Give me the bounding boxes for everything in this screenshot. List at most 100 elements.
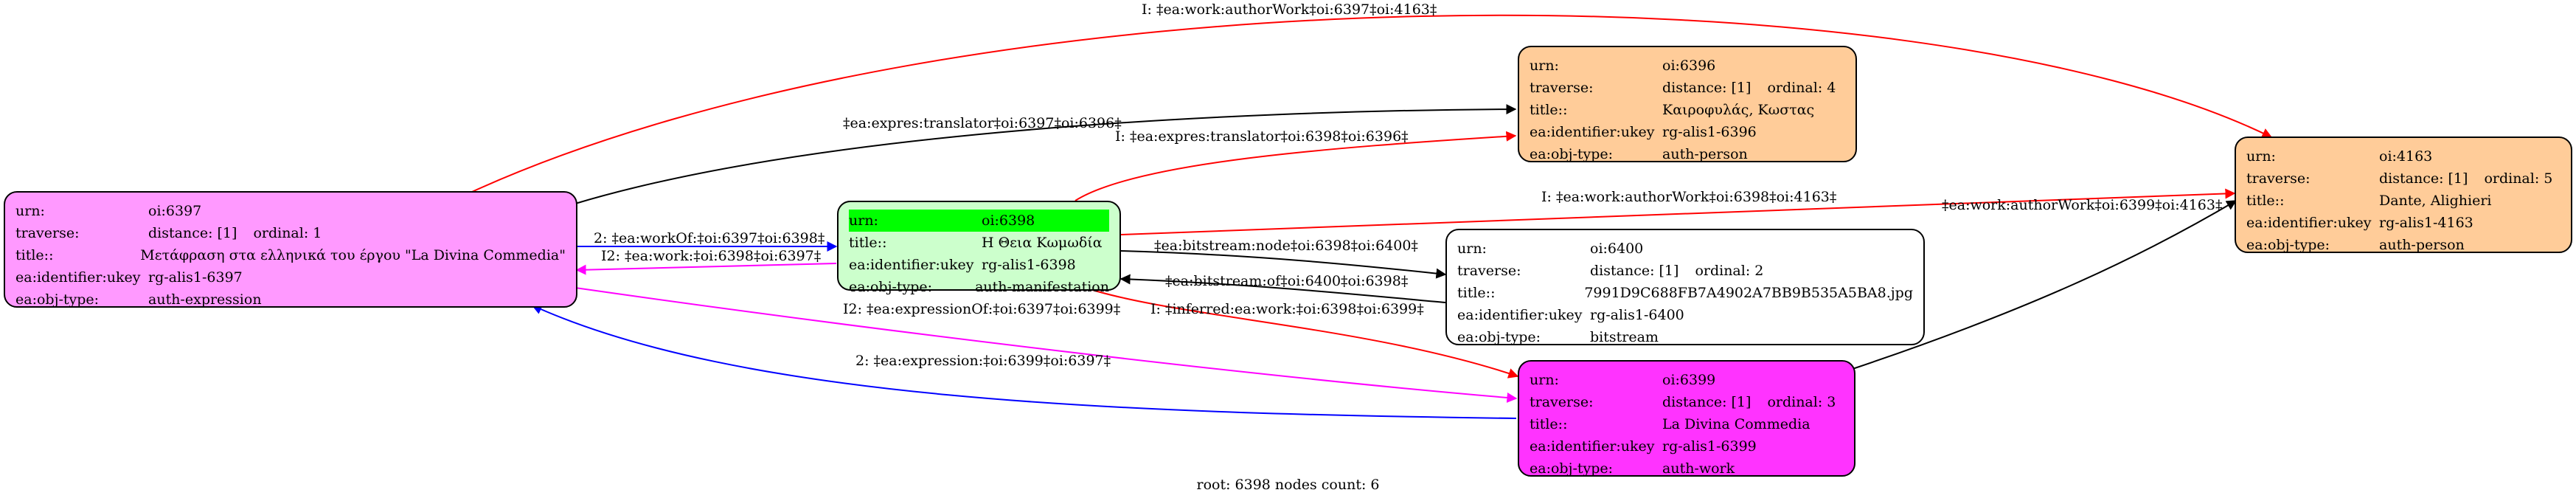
- node-value: auth-manifestation: [975, 279, 1109, 295]
- node-value: oi:4163: [2379, 148, 2433, 165]
- node-row: urn:oi:4163: [2246, 145, 2561, 167]
- node-value: auth-person: [2379, 237, 2465, 253]
- node-value: auth-person: [1662, 146, 1748, 162]
- node-key: ea:identifier:ukey: [1457, 307, 1583, 323]
- node-row: traverse:distance: [1]ordinal: 5: [2246, 167, 2561, 190]
- node-row: ea:obj-type: auth-expression: [15, 288, 566, 311]
- node-value: rg-alis1-6396: [1662, 124, 1757, 140]
- node-key: ea:obj-type:: [1457, 329, 1541, 345]
- node-row: traverse:distance: [1]ordinal: 3: [1530, 391, 1844, 413]
- edge-line: [574, 104, 1517, 204]
- edge-line: [471, 14, 2273, 193]
- node-key: urn:: [1530, 372, 1559, 388]
- node-key: ea:identifier:ukey: [1530, 438, 1655, 455]
- node-row: traverse:distance: [1]ordinal: 4: [1530, 77, 1845, 99]
- node-row: ea:identifier:ukey rg-alis1-6400: [1457, 304, 1913, 326]
- node-key: ea:obj-type:: [1530, 146, 1614, 162]
- node-row: ea:identifier:ukey rg-alis1-6399: [1530, 435, 1844, 457]
- node-key: ea:obj-type:: [15, 291, 100, 308]
- node-row: ea:identifier:ukey rg-alis1-6396: [1530, 121, 1845, 143]
- edge-label: I: ‡ea:work:authorWork‡oi:6398‡oi:4163‡: [1541, 189, 1837, 205]
- node-row: title::La Divina Commedia: [1530, 413, 1844, 435]
- edge-line: [1075, 131, 1517, 201]
- node-key: title::: [1530, 102, 1568, 118]
- node-value: La Divina Commedia: [1662, 416, 1811, 432]
- edge-line: [1076, 284, 1519, 379]
- node-key: title::: [849, 235, 887, 251]
- node-value: distance: [1]: [2379, 170, 2468, 187]
- node-ordinal: ordinal: 4: [1767, 80, 1836, 96]
- edge-line: [575, 263, 837, 275]
- node-key: ea:identifier:ukey: [849, 257, 974, 273]
- edge-line: [574, 287, 1518, 403]
- node-key: traverse:: [1457, 263, 1521, 279]
- node-key: title::: [2246, 193, 2285, 209]
- node-ordinal: ordinal: 5: [2484, 170, 2553, 187]
- node-row: title::Η Θεια Κωμωδία: [849, 232, 1109, 254]
- node-value: oi:6399: [1662, 372, 1716, 388]
- node-row: urn: oi:6398: [849, 210, 1109, 232]
- edge-label: I2: ‡ea:expressionOf:‡oi:6397‡oi:6399‡: [843, 301, 1121, 317]
- footer-caption: root: 6398 nodes count: 6: [1196, 477, 1380, 493]
- node-row: urn:oi:6397: [15, 200, 566, 222]
- node-value: distance: [1]: [148, 225, 237, 241]
- node-row: ea:identifier:ukey rg-alis1-6397: [15, 266, 566, 288]
- node-key: ea:obj-type:: [849, 279, 933, 295]
- node-value: rg-alis1-6398: [982, 257, 1076, 273]
- node-ordinal: ordinal: 2: [1695, 263, 1764, 279]
- node-value: bitstream: [1590, 329, 1659, 345]
- node-key: ea:obj-type:: [1530, 460, 1614, 477]
- node-key: ea:obj-type:: [2246, 237, 2330, 253]
- edge-label: ‡ea:work:authorWork‡oi:6399‡oi:4163‡: [1942, 197, 2223, 213]
- node-value: Dante, Alighieri: [2379, 193, 2492, 209]
- node-key: title::: [1457, 285, 1496, 301]
- node-value: rg-alis1-6400: [1590, 307, 1684, 323]
- node-row: urn: oi:6399: [1530, 369, 1844, 391]
- edge-line: [1120, 250, 1447, 279]
- node-key: traverse:: [1530, 80, 1594, 96]
- node-row: ea:obj-type: auth-person: [2246, 234, 2561, 256]
- node-oi6399[interactable]: urn: oi:6399 traverse:distance: [1]ordinal…: [1518, 360, 1855, 477]
- node-key: title::: [15, 247, 54, 263]
- edge-label: 2: ‡ea:workOf:‡oi:6397‡oi:6398‡: [594, 230, 825, 246]
- node-value: rg-alis1-4163: [2379, 215, 2473, 231]
- node-row: traverse: distance: [1] ordinal: 1: [15, 222, 566, 244]
- edge-label: ‡ea:expres:translator‡oi:6397‡oi:6396‡: [843, 115, 1122, 131]
- node-value: auth-expression: [148, 291, 262, 308]
- node-row: urn:oi:6396: [1530, 55, 1845, 77]
- node-row: ea:obj-type: bitstream: [1457, 326, 1913, 348]
- node-ordinal: ordinal: 1: [253, 225, 322, 241]
- edge-label: ‡ea:bitstream:of‡oi:6400‡oi:6398‡: [1165, 273, 1409, 289]
- node-value: 7991D9C688FB7A4902A7BB9B535A5BA8.jpg: [1584, 285, 1913, 301]
- node-key: ea:identifier:ukey: [1530, 124, 1655, 140]
- node-row: title::Καιροφυλάς, Κωστας: [1530, 99, 1845, 121]
- node-value: oi:6397: [148, 203, 202, 219]
- edge-label: I: ‡inferred:ea:work:‡oi:6398‡oi:6399‡: [1150, 301, 1424, 317]
- node-oi6397[interactable]: urn:oi:6397 traverse: distance: [1] ordinal…: [4, 191, 577, 308]
- node-row: ea:identifier:ukey rg-alis1-6398: [849, 254, 1109, 276]
- node-value: rg-alis1-6399: [1662, 438, 1757, 455]
- edge-label: 2: ‡ea:expression:‡oi:6399‡oi:6397‡: [855, 353, 1111, 369]
- node-key: ea:identifier:ukey: [15, 269, 141, 286]
- node-row: ea:obj-type: auth-manifestation: [849, 276, 1109, 298]
- node-key: urn:: [849, 213, 878, 229]
- node-value: rg-alis1-6397: [148, 269, 243, 286]
- node-row: ea:obj-type: auth-person: [1530, 143, 1845, 165]
- node-key: title::: [1530, 416, 1568, 432]
- edge-line: [1852, 200, 2237, 370]
- node-value: Μετάφραση στα ελληνικά του έργου "La Div…: [140, 247, 566, 263]
- node-row: title::7991D9C688FB7A4902A7BB9B535A5BA8.…: [1457, 282, 1913, 304]
- node-key: traverse:: [1530, 394, 1594, 410]
- node-value: oi:6398: [982, 213, 1035, 229]
- edge-label: I: ‡ea:work:authorWork‡oi:6397‡oi:4163‡: [1142, 1, 1437, 18]
- edge-label: ‡ea:bitstream:node‡oi:6398‡oi:6400‡: [1154, 238, 1418, 254]
- node-row: ea:obj-type:auth-work: [1530, 457, 1844, 480]
- node-ordinal: ordinal: 3: [1767, 394, 1836, 410]
- node-row: urn:oi:6400: [1457, 238, 1913, 260]
- node-key: traverse:: [15, 225, 80, 241]
